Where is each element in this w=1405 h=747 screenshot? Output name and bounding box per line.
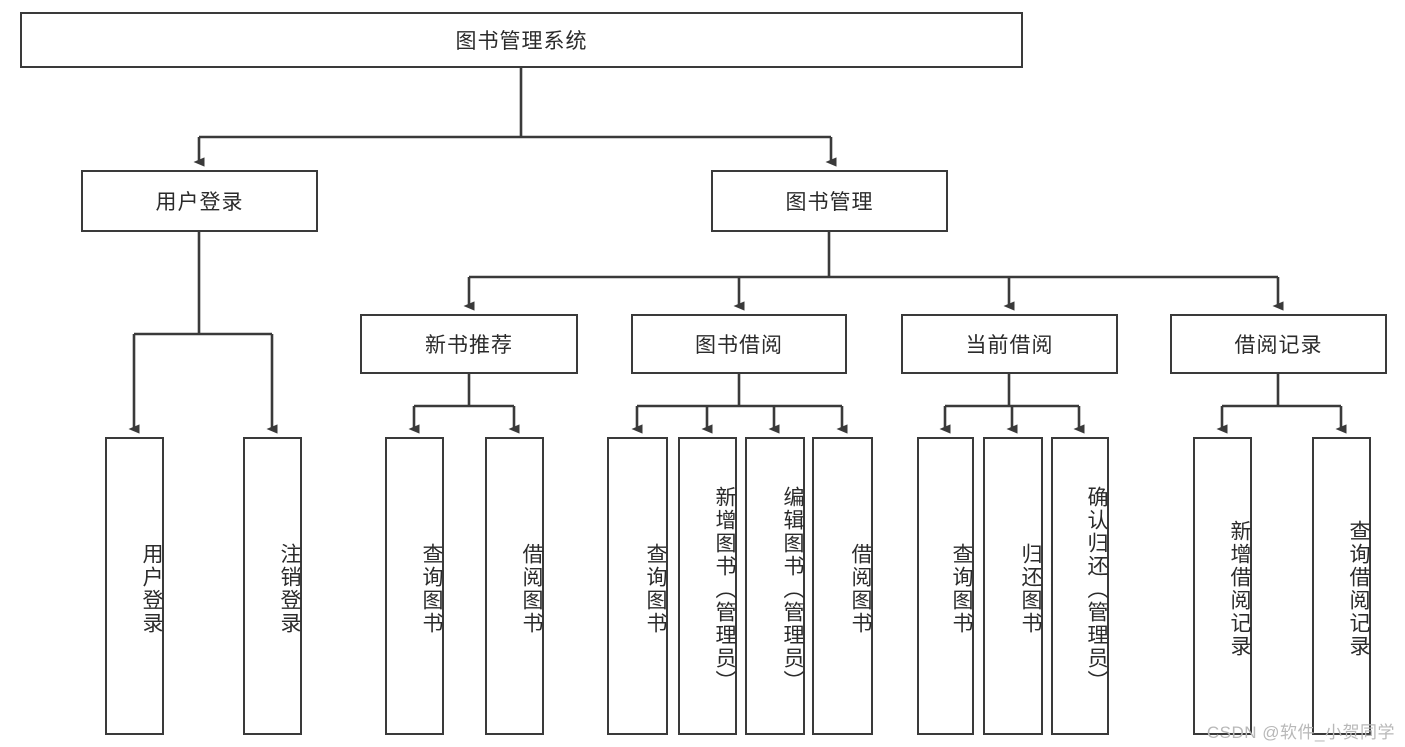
node-current-borrow[interactable]: 当前借阅: [901, 314, 1118, 374]
node-leaf-query-book-3[interactable]: 查询图书: [917, 437, 974, 735]
node-label: 查询图书: [644, 543, 667, 635]
node-leaf-return-book[interactable]: 归还图书: [983, 437, 1043, 735]
node-book-borrow[interactable]: 图书借阅: [631, 314, 847, 374]
node-leaf-query-book-2[interactable]: 查询图书: [607, 437, 668, 735]
node-label: 借阅图书: [520, 543, 543, 635]
node-leaf-query-book-1[interactable]: 查询图书: [385, 437, 444, 735]
node-label: 图书借阅: [695, 334, 783, 357]
node-leaf-confirm-return[interactable]: 确认归还（管理员）: [1051, 437, 1109, 735]
watermark: CSDN @软件_小贺同学: [1206, 723, 1395, 742]
node-leaf-add-record[interactable]: 新增借阅记录: [1193, 437, 1252, 735]
node-leaf-query-record[interactable]: 查询借阅记录: [1312, 437, 1371, 735]
node-leaf-borrow-book-2[interactable]: 借阅图书: [812, 437, 873, 735]
node-label: 当前借阅: [965, 334, 1054, 357]
node-root[interactable]: 图书管理系统: [20, 12, 1023, 68]
node-leaf-borrow-book-1[interactable]: 借阅图书: [485, 437, 544, 735]
node-label: 新书推荐: [425, 334, 513, 357]
node-leaf-user-logout[interactable]: 注销登录: [243, 437, 302, 735]
node-label: 新增借阅记录: [1228, 520, 1251, 658]
node-label: 用户登录: [140, 543, 163, 635]
node-leaf-user-login[interactable]: 用户登录: [105, 437, 164, 735]
node-label: 查询图书: [420, 543, 443, 635]
node-label: 确认归还（管理员）: [1085, 485, 1108, 693]
node-label: 新增图书（管理员）: [713, 485, 736, 693]
node-label: 图书管理: [785, 191, 874, 214]
node-label: 编辑图书（管理员）: [781, 485, 804, 693]
node-label: 用户登录: [155, 191, 244, 214]
node-user-login[interactable]: 用户登录: [81, 170, 318, 232]
node-borrow-record[interactable]: 借阅记录: [1170, 314, 1387, 374]
node-new-book-rec[interactable]: 新书推荐: [360, 314, 578, 374]
node-leaf-edit-book[interactable]: 编辑图书（管理员）: [745, 437, 805, 735]
node-leaf-add-book[interactable]: 新增图书（管理员）: [678, 437, 737, 735]
node-label: 借阅图书: [849, 543, 872, 635]
node-label: 查询借阅记录: [1347, 520, 1370, 658]
node-label: 注销登录: [278, 543, 301, 635]
node-book-manage[interactable]: 图书管理: [711, 170, 948, 232]
node-label: 查询图书: [950, 543, 973, 635]
node-label: 图书管理系统: [455, 30, 588, 53]
node-label: 归还图书: [1019, 543, 1042, 635]
node-label: 借阅记录: [1234, 334, 1323, 357]
